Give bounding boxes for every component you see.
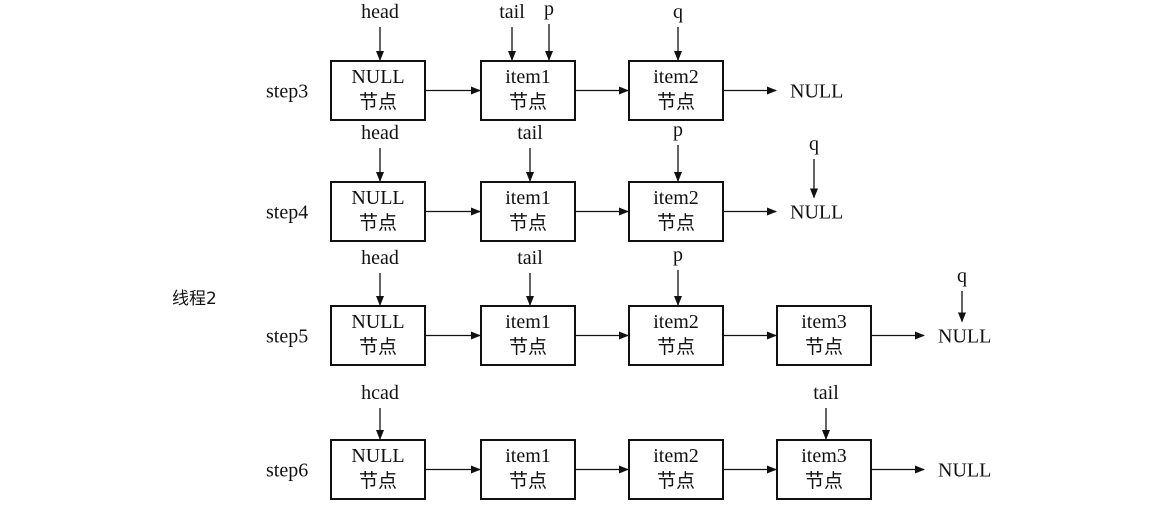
pointer-label-q: q xyxy=(809,133,819,155)
node-box xyxy=(330,439,426,500)
null-terminator: NULL xyxy=(790,81,843,103)
pointer-label-p: p xyxy=(673,244,683,266)
node-value: NULL xyxy=(351,66,404,88)
node-type: 节点 xyxy=(359,470,397,492)
row-step5: step5 NULL 节点 item1 节点 item2 节点 item3 节点 NULL head… xyxy=(266,244,991,366)
pointer-label-tail: tail xyxy=(499,1,525,23)
node-box xyxy=(330,181,426,242)
row-step6: step6 NULL 节点 item1 节点 item2 节点 item3 节点 NULL hcad… xyxy=(266,382,991,500)
node-value: item1 xyxy=(505,66,551,88)
step-label: step3 xyxy=(266,81,308,103)
node-value: item2 xyxy=(653,187,699,209)
node-value: NULL xyxy=(351,311,404,333)
node-box xyxy=(628,181,724,242)
pointer-label-q: q xyxy=(673,1,683,23)
node-box xyxy=(480,439,576,500)
null-terminator: NULL xyxy=(938,460,991,482)
node-type: 节点 xyxy=(805,336,843,358)
step-label: step4 xyxy=(266,202,308,224)
pointer-label-head: head xyxy=(361,122,399,144)
node-type: 节点 xyxy=(657,91,695,113)
node-type: 节点 xyxy=(657,470,695,492)
node-value: NULL xyxy=(351,445,404,467)
node-value: NULL xyxy=(351,187,404,209)
pointer-label-tail: tail xyxy=(517,247,543,269)
thread-label: 线程2 xyxy=(172,289,217,309)
node-type: 节点 xyxy=(359,91,397,113)
node-type: 节点 xyxy=(657,336,695,358)
node-type: 节点 xyxy=(359,336,397,358)
node-type: 节点 xyxy=(359,212,397,234)
null-terminator: NULL xyxy=(790,202,843,224)
node-type: 节点 xyxy=(509,212,547,234)
node-box xyxy=(480,181,576,242)
node-value: item1 xyxy=(505,311,551,333)
pointer-label-head: head xyxy=(361,247,399,269)
node-type: 节点 xyxy=(805,470,843,492)
node-box xyxy=(480,60,576,121)
node-box xyxy=(330,305,426,366)
node-type: 节点 xyxy=(509,91,547,113)
node-value: item2 xyxy=(653,311,699,333)
node-value: item1 xyxy=(505,445,551,467)
pointer-label-tail: tail xyxy=(813,382,839,404)
pointer-label-q: q xyxy=(957,265,967,287)
node-value: item2 xyxy=(653,445,699,467)
row-step4: step4 NULL 节点 item1 节点 item2 节点 NULL head tail p q xyxy=(266,119,843,242)
pointer-label-p: p xyxy=(673,119,683,141)
null-terminator: NULL xyxy=(938,326,991,348)
pointer-label-head: head xyxy=(361,1,399,23)
pointer-label-hcad: hcad xyxy=(361,382,399,404)
step-label: step6 xyxy=(266,460,308,482)
node-value: item2 xyxy=(653,66,699,88)
node-type: 节点 xyxy=(509,470,547,492)
node-box xyxy=(628,305,724,366)
pointer-label-tail: tail xyxy=(517,122,543,144)
node-type: 节点 xyxy=(509,336,547,358)
step-label: step5 xyxy=(266,326,308,348)
node-type: 节点 xyxy=(657,212,695,234)
node-value: item3 xyxy=(801,445,847,467)
node-value: item1 xyxy=(505,187,551,209)
node-value: item3 xyxy=(801,311,847,333)
pointer-label-p: p xyxy=(544,0,554,20)
